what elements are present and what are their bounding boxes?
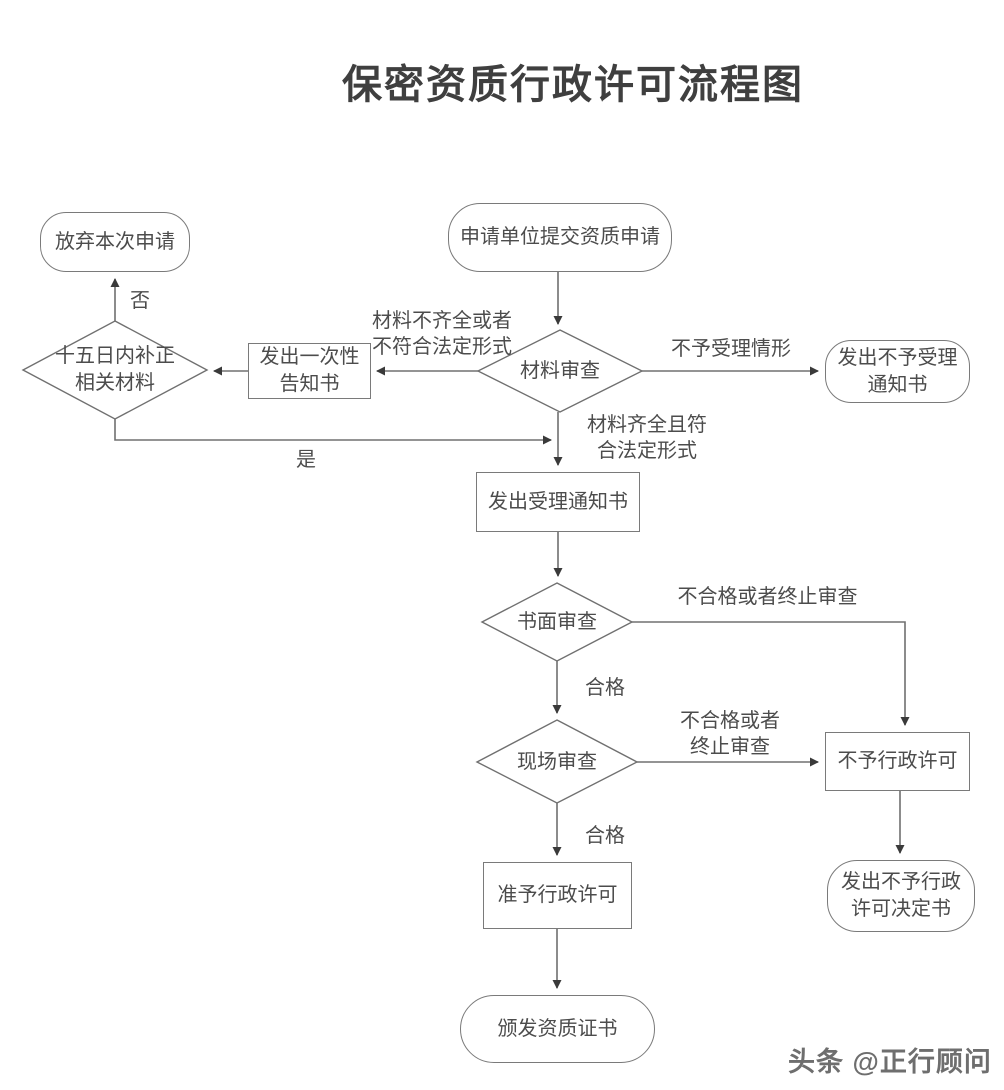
node-supplement-materials: 十五日内补正 相关材料 [55,345,175,394]
node-abandon-application: 放弃本次申请 [40,212,190,272]
node-deny-license: 不予行政许可 [825,732,970,791]
edge-label-incomplete: 材料不齐全或者 不符合法定形式 [372,310,512,359]
onsite-review-diamond-shape [475,719,639,804]
written-review-diamond-shape [480,582,634,662]
edge-supplement-yes-to-spine [114,419,552,445]
edge-label-yes: 是 [296,449,316,471]
edge-label-written-pass: 合格 [585,677,625,699]
node-written-review: 书面审查 [517,610,597,633]
edge-label-no: 否 [130,290,150,312]
watermark-toutiao: 头条 @正行顾问 [788,1047,992,1077]
edge-label-not-accepted: 不予受理情形 [671,338,791,360]
node-material-review: 材料审查 [520,359,600,382]
edge-written-review-fail-to-deny [632,621,910,726]
node-submit-application: 申请单位提交资质申请 [448,203,672,272]
node-not-accept-notice: 发出不予受理 通知书 [825,340,970,403]
node-issue-certificate: 颁发资质证书 [460,995,655,1063]
supplement-diamond-shape [21,320,209,420]
node-grant-license: 准予行政许可 [483,862,632,929]
edge-label-written-fail: 不合格或者终止审查 [677,586,858,608]
material-review-diamond-shape [476,329,644,413]
node-onsite-review: 现场审查 [517,750,597,773]
node-one-time-notice: 发出一次性 告知书 [248,343,371,399]
edge-label-complete: 材料齐全且符 合法定形式 [587,414,707,463]
node-accept-notice: 发出受理通知书 [476,472,640,532]
edge-label-onsite-fail: 不合格或者 终止审查 [680,710,780,759]
edge-label-onsite-pass: 合格 [585,825,625,847]
node-deny-decision: 发出不予行政 许可决定书 [827,860,975,932]
page-title: 保密资质行政许可流程图 [342,63,804,107]
